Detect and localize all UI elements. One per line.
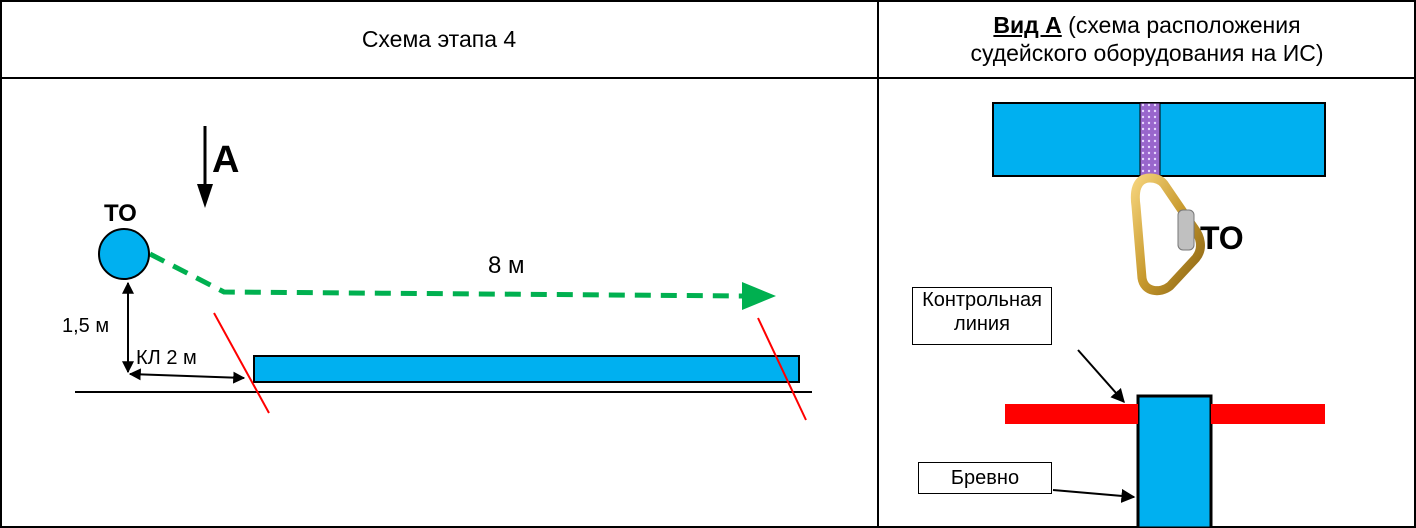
log-label: Бревно	[950, 467, 1020, 489]
control-line-leader	[1077, 349, 1125, 404]
view-a-log-bottom	[1136, 394, 1213, 528]
kl-label: КЛ 2 м	[136, 347, 197, 369]
view-a-control-line-right	[1211, 404, 1325, 424]
view-a-control-line	[1005, 404, 1138, 424]
control-line-label-2: линия	[954, 313, 1010, 335]
control-line-start	[213, 312, 270, 414]
direction-label: А	[212, 139, 240, 181]
view-a-to-label: ТО	[1200, 220, 1244, 256]
view-a-title: Вид А	[993, 12, 1062, 38]
stage-scheme-header: Схема этапа 4	[0, 0, 878, 78]
control-line-callout: Контрольная линия	[912, 287, 1052, 345]
control-line-label-1: Контрольная	[922, 289, 1042, 311]
direction-arrow-icon	[197, 126, 213, 208]
to-point-icon	[98, 228, 150, 280]
log-callout: Бревно	[918, 462, 1052, 494]
control-line-end	[757, 317, 807, 421]
view-a-subtitle-2: судейского оборудования на ИС)	[970, 40, 1324, 66]
log-leader	[1052, 488, 1136, 503]
log-bar	[253, 355, 800, 383]
distance-label: 8 м	[488, 252, 525, 279]
movement-path	[148, 251, 776, 310]
to-point-label: ТО	[104, 200, 137, 227]
view-a-header: Вид А (схема расположения судейского обо…	[878, 0, 1416, 78]
height-label: 1,5 м	[62, 315, 110, 337]
carabiner-icon	[1130, 173, 1205, 296]
stage-scheme-title: Схема этапа 4	[361, 26, 517, 52]
sling-icon	[1139, 102, 1161, 177]
stage-scheme-diagram	[75, 126, 812, 421]
kl-dimension	[128, 368, 246, 384]
view-a-subtitle-1: (схема расположения	[1061, 12, 1301, 38]
